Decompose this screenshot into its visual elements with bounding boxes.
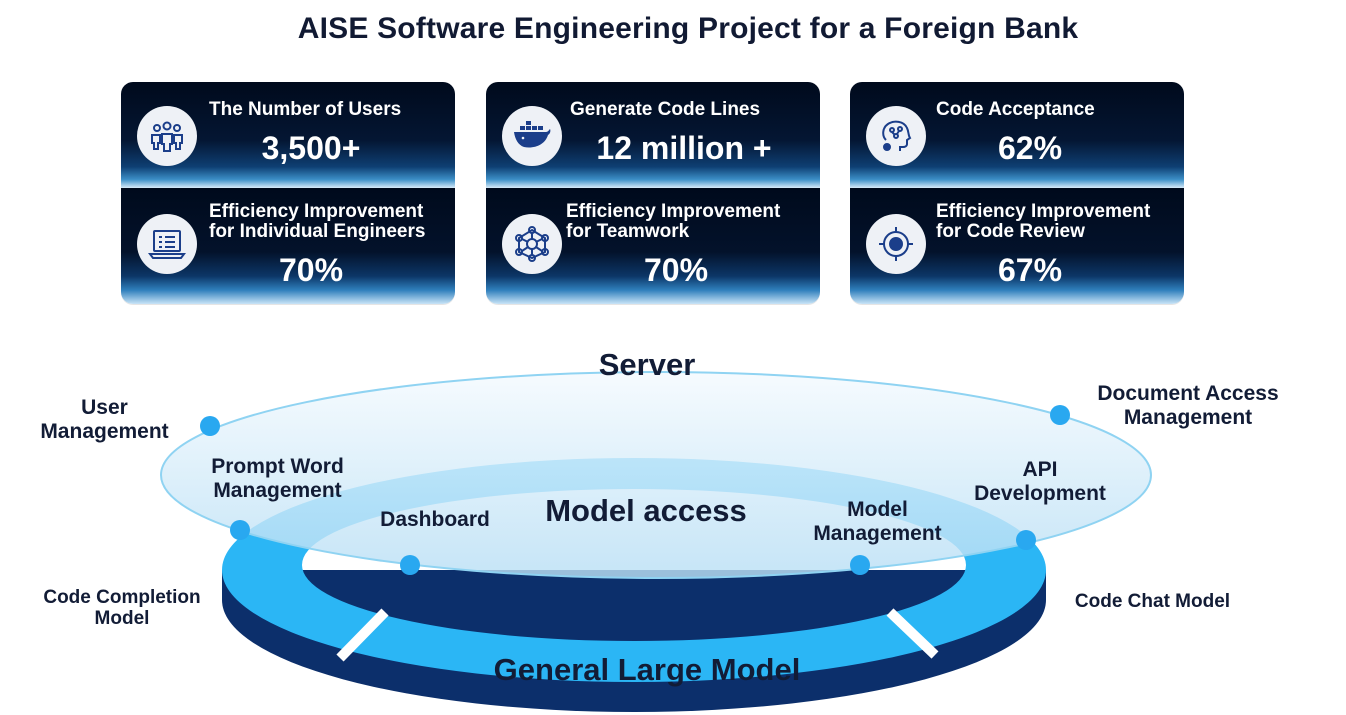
document-access-dot: [1050, 405, 1070, 425]
user-management-dot: [200, 416, 220, 436]
ring-top: [222, 458, 1046, 682]
metric-card-teamwork-efficiency: Efficiency Improvement for Teamwork 70%: [486, 188, 820, 304]
model-management-dot: [850, 555, 870, 575]
metric-value: 70%: [643, 252, 709, 288]
metric-value: 3,500+: [261, 130, 361, 166]
network-hub-icon: [502, 214, 562, 274]
server-label: Server: [598, 347, 696, 382]
metric-label-line1: Efficiency Improvement: [566, 201, 781, 222]
metric-label-line2: for Code Review: [936, 221, 1085, 242]
dashboard-label: Dashboard: [380, 508, 490, 531]
metric-label-line2: for Individual Engineers: [209, 221, 426, 242]
general-large-model-label: General Large Model: [493, 652, 801, 687]
prompt-word-dot: [230, 520, 250, 540]
metric-value: 12 million +: [596, 130, 772, 166]
users-icon: [137, 106, 197, 166]
metric-label-line1: Efficiency Improvement: [936, 201, 1151, 222]
api-development-dot: [1016, 530, 1036, 550]
metric-card-individual-efficiency: Efficiency Improvement for Individual En…: [121, 188, 455, 304]
ring-side: [222, 570, 1046, 712]
laptop-list-icon: [137, 214, 197, 274]
server-disc: [160, 371, 1152, 579]
metric-label: Code Acceptance: [936, 99, 1095, 120]
metric-label-line1: Efficiency Improvement: [209, 201, 424, 222]
model-access-label: Model access: [545, 493, 747, 528]
metric-label-line2: for Teamwork: [566, 221, 690, 242]
ring-gap-left: [336, 608, 389, 662]
target-icon: [866, 214, 926, 274]
metric-card-users: The Number of Users 3,500+: [121, 82, 455, 188]
brain-head-icon: [866, 106, 926, 166]
metric-label: Generate Code Lines: [570, 99, 761, 120]
metric-value: 67%: [997, 252, 1063, 288]
metric-card-code-acceptance: Code Acceptance 62%: [850, 82, 1184, 188]
page-title: AISE Software Engineering Project for a …: [297, 12, 1079, 45]
metric-value: 62%: [997, 130, 1063, 166]
ring-gap-right: [886, 608, 939, 659]
whale-container-icon: [502, 106, 562, 166]
metric-label: The Number of Users: [209, 99, 402, 120]
dashboard-dot: [400, 555, 420, 575]
metric-value: 70%: [278, 252, 344, 288]
code-chat-model-label: Code Chat Model: [1074, 591, 1231, 612]
metric-card-code-review-efficiency: Efficiency Improvement for Code Review 6…: [850, 188, 1184, 304]
metric-card-code-lines: Generate Code Lines 12 million +: [486, 82, 820, 188]
